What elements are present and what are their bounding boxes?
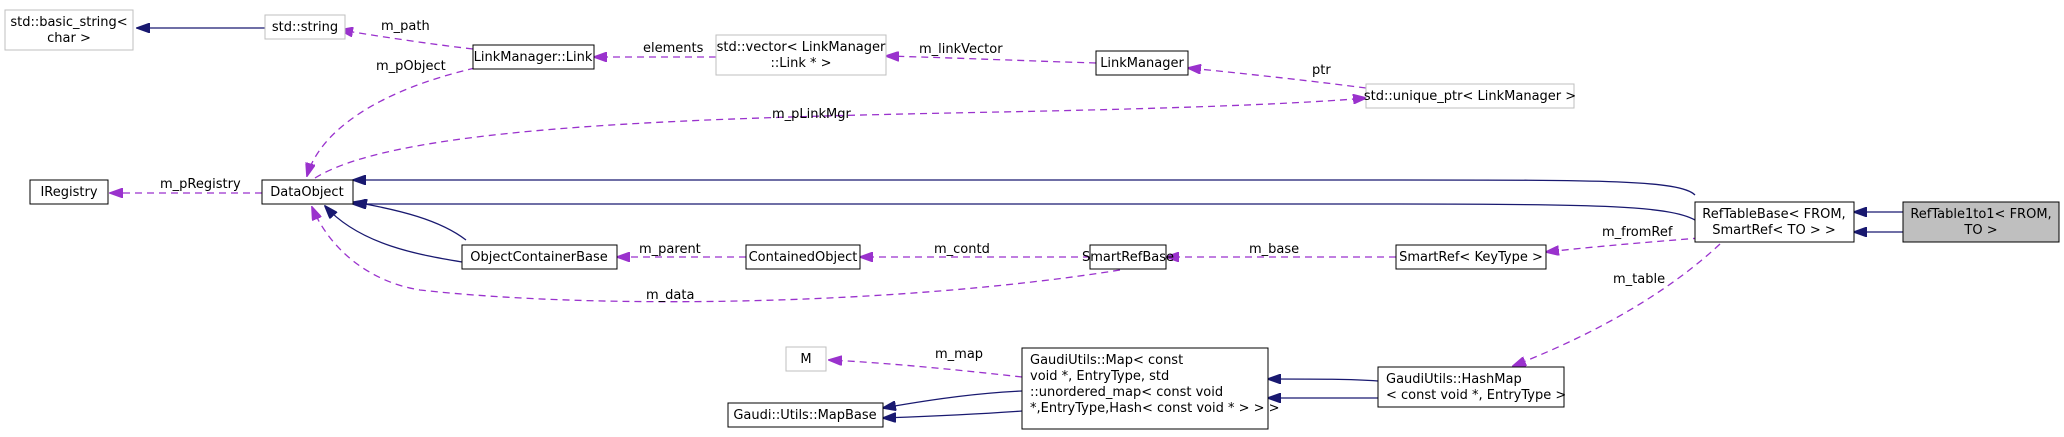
edge-label-m-table: m_table (1613, 272, 1665, 287)
svg-text:ContainedObject: ContainedObject (749, 250, 858, 265)
edge-uniqueptr-to-linkmanager (1188, 68, 1367, 89)
svg-text:SmartRef< KeyType >: SmartRef< KeyType > (1399, 250, 1543, 265)
node-reftable1to1[interactable]: RefTable1to1< FROM, TO > (1902, 201, 2060, 243)
edge-dataobject-to-uniqueptr (314, 98, 1366, 179)
svg-text:TO >: TO > (1963, 223, 1997, 238)
node-std-string[interactable]: std::string (264, 14, 346, 40)
edge-gaudimap-to-mapbase-2 (883, 410, 1023, 418)
edge-label-elements: elements (643, 41, 704, 56)
edge-objcontainer-to-dataobject-1 (354, 202, 467, 241)
edge-reftablebase-to-dataobject-2 (353, 204, 1696, 221)
svg-text:RefTableBase< FROM,: RefTableBase< FROM, (1702, 207, 1845, 222)
edge-link-to-string (340, 30, 474, 50)
svg-text:DataObject: DataObject (270, 185, 343, 200)
svg-text:< const void *, EntryType >: < const void *, EntryType > (1386, 388, 1566, 403)
node-unique-ptr[interactable]: std::unique_ptr< LinkManager > (1364, 83, 1576, 109)
edge-reftablebase-to-hashmap (1513, 243, 1721, 366)
inheritance-edges (137, 28, 1903, 418)
edge-label-m-linkvector: m_linkVector (919, 42, 1003, 57)
edge-label-m-contd: m_contd (934, 242, 990, 257)
edge-label-m-path: m_path (381, 19, 430, 34)
edge-label-m-fromref: m_fromRef (1602, 225, 1673, 240)
node-gaudiutils-map[interactable]: GaudiUtils::Map< const void *, EntryType… (1021, 347, 1280, 430)
svg-text:GaudiUtils::Map< const: GaudiUtils::Map< const (1030, 353, 1183, 368)
node-dataobject[interactable]: DataObject (261, 179, 354, 205)
svg-text:GaudiUtils::HashMap: GaudiUtils::HashMap (1386, 372, 1522, 387)
edge-labels: m_path elements m_linkVector ptr m_pObje… (160, 19, 1673, 362)
node-linkmanager[interactable]: LinkManager (1095, 50, 1189, 76)
node-containedobject[interactable]: ContainedObject (745, 244, 861, 270)
svg-text:::Link * >: ::Link * > (770, 56, 831, 71)
svg-text:RefTable1to1< FROM,: RefTable1to1< FROM, (1910, 207, 2051, 222)
svg-text:std::unique_ptr< LinkManager >: std::unique_ptr< LinkManager > (1364, 89, 1576, 104)
node-m[interactable]: M (785, 346, 827, 372)
usage-edges (110, 30, 1721, 378)
node-iregistry[interactable]: IRegistry (29, 179, 109, 205)
svg-text:char >: char > (47, 31, 91, 46)
edge-label-m-base: m_base (1249, 242, 1299, 257)
edge-label-ptr: ptr (1312, 63, 1331, 78)
svg-text:SmartRefBase: SmartRefBase (1082, 250, 1174, 265)
edge-objcontainer-to-dataobject-2 (325, 206, 463, 263)
edge-gaudimap-to-mapbase-1 (883, 390, 1023, 408)
edge-hashmap-to-gaudimap-1 (1268, 379, 1379, 381)
edge-reftablebase-to-smartref (1546, 237, 1701, 252)
svg-text:::unordered_map< const void: ::unordered_map< const void (1030, 385, 1223, 400)
edge-label-m-data: m_data (646, 288, 694, 303)
svg-text:SmartRef< TO > >: SmartRef< TO > > (1712, 223, 1836, 238)
node-smartref-keytype[interactable]: SmartRef< KeyType > (1395, 244, 1547, 270)
node-basic-string[interactable]: std::basic_string< char > (4, 9, 134, 51)
node-gaudiutils-hashmap[interactable]: GaudiUtils::HashMap < const void *, Entr… (1377, 366, 1566, 408)
edge-smartrefbase-to-dataobject (312, 207, 1121, 303)
edge-label-m-pobject: m_pObject (376, 59, 446, 74)
svg-text:Gaudi::Utils::MapBase: Gaudi::Utils::MapBase (733, 408, 876, 423)
node-vector-link[interactable]: std::vector< LinkManager ::Link * > (715, 34, 887, 76)
svg-text:IRegistry: IRegistry (40, 185, 97, 200)
node-smartrefbase[interactable]: SmartRefBase (1082, 244, 1174, 270)
edge-label-m-plinkmgr: m_pLinkMgr (772, 107, 852, 122)
svg-text:std::basic_string<: std::basic_string< (10, 15, 127, 30)
node-reftablebase[interactable]: RefTableBase< FROM, SmartRef< TO > > (1694, 201, 1855, 243)
edge-reftablebase-to-dataobject-1 (353, 180, 1696, 196)
node-objectcontainerbase[interactable]: ObjectContainerBase (461, 244, 618, 270)
edge-link-to-dataobject (307, 67, 476, 176)
edge-linkmanager-to-vector (886, 56, 1097, 64)
edge-label-m-parent: m_parent (639, 242, 701, 257)
svg-text:ObjectContainerBase: ObjectContainerBase (470, 250, 608, 265)
svg-text:LinkManager: LinkManager (1100, 56, 1184, 71)
edge-gaudimap-to-m (829, 360, 1023, 378)
node-linkmanager-link[interactable]: LinkManager::Link (472, 44, 595, 70)
svg-text:M: M (800, 352, 811, 367)
svg-text:*,EntryType,Hash< const void *: *,EntryType,Hash< const void * > > > (1030, 401, 1280, 416)
node-gaudi-utils-mapbase[interactable]: Gaudi::Utils::MapBase (727, 402, 884, 428)
nodes: std::basic_string< char > std::string Li… (4, 9, 2060, 430)
svg-text:std::vector< LinkManager: std::vector< LinkManager (717, 40, 886, 55)
edge-label-m-pregistry: m_pRegistry (160, 177, 241, 192)
svg-text:void *, EntryType, std: void *, EntryType, std (1030, 369, 1169, 384)
svg-text:std::string: std::string (272, 20, 338, 35)
svg-text:LinkManager::Link: LinkManager::Link (474, 50, 593, 65)
edge-label-m-map: m_map (935, 347, 983, 362)
